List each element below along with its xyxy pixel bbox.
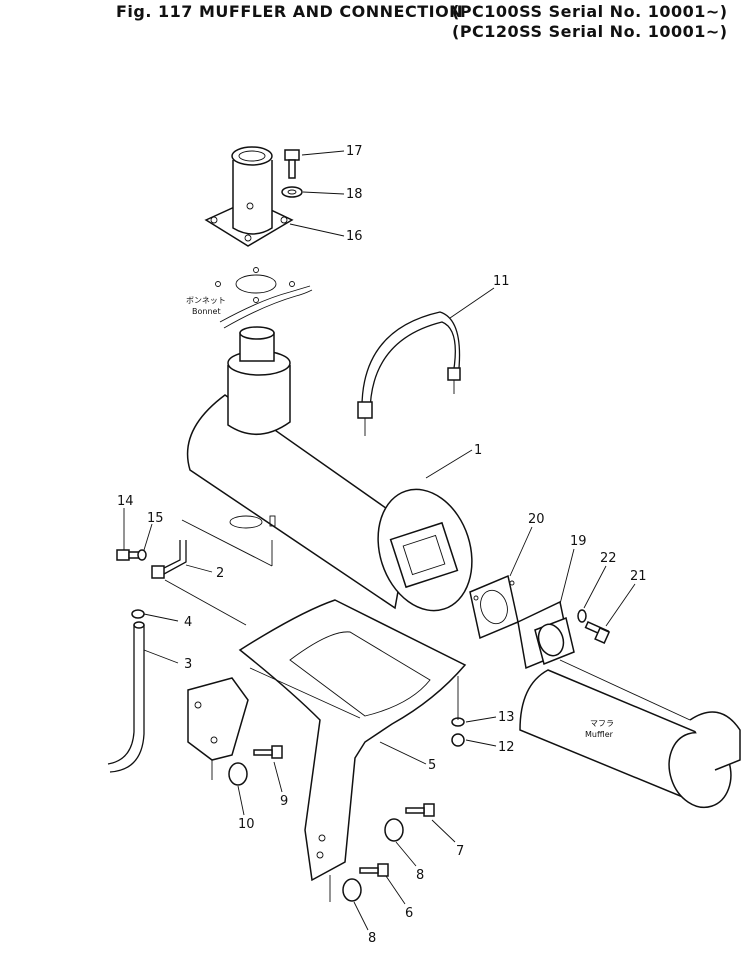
callout-14: 14 [117,494,134,509]
callout-3: 3 [184,657,192,672]
figure-title: Fig. 117 MUFFLER AND CONNECTION [116,2,464,21]
clamp-4 [131,609,145,619]
callout-19: 19 [570,534,587,549]
bonnet-label-jp: ボンネット [186,296,226,305]
callout-4: 4 [184,615,192,630]
washer-15 [137,549,147,561]
bolt-9 [253,745,283,759]
bolt-17 [284,149,300,179]
muffler-body [186,326,473,612]
callout-16: 16 [346,229,363,244]
bonnet-label-en: Bonnet [192,307,221,316]
callout-11: 11 [493,274,510,289]
callout-15: 15 [147,511,164,526]
muffler-label-jp: マフラ [590,719,614,728]
assembly-lines [164,519,459,902]
adapter-19 [517,600,575,670]
tube-2 [151,540,187,579]
bolt-6 [359,863,389,877]
callout-20: 20 [528,512,545,527]
lower-muffler [519,659,741,809]
callout-5: 5 [428,758,436,773]
nut-12 [451,733,465,747]
callout-17: 17 [346,144,363,159]
serial-range-pc100ss: (PC100SS Serial No. 10001~) [452,2,728,21]
callout-8-upper: 8 [416,868,424,883]
washer-22 [577,609,587,623]
callout-9: 9 [280,794,288,809]
callout-7: 7 [456,844,464,859]
callout-10: 10 [238,817,255,832]
bolt-21 [584,621,611,645]
callout-1: 1 [474,443,482,458]
exhaust-pipe-flange [204,146,294,247]
callout-12: 12 [498,740,515,755]
spacer-8b [342,878,362,902]
callout-2: 2 [216,566,224,581]
bonnet-panel [215,267,313,329]
bolt-7 [405,803,435,817]
callout-labels: 17 18 16 11 1 14 15 2 4 3 20 19 22 21 13… [117,144,647,946]
hose-3 [107,621,145,773]
callout-6: 6 [405,906,413,921]
muffler-label-en: Muffler [585,730,614,739]
leader-lines [123,150,636,931]
muffler-band [357,311,461,436]
callout-18: 18 [346,187,363,202]
bracket-5 [187,599,467,882]
gasket-20 [469,574,519,640]
spacer-8a [384,818,404,842]
washer-18 [281,186,303,198]
serial-range-pc120ss: (PC120SS Serial No. 10001~) [452,22,728,41]
callout-21: 21 [630,569,647,584]
callout-22: 22 [600,551,617,566]
bolt-14 [116,549,140,561]
callout-8-lower: 8 [368,931,376,946]
spacer-10 [228,762,248,786]
callout-13: 13 [498,710,515,725]
